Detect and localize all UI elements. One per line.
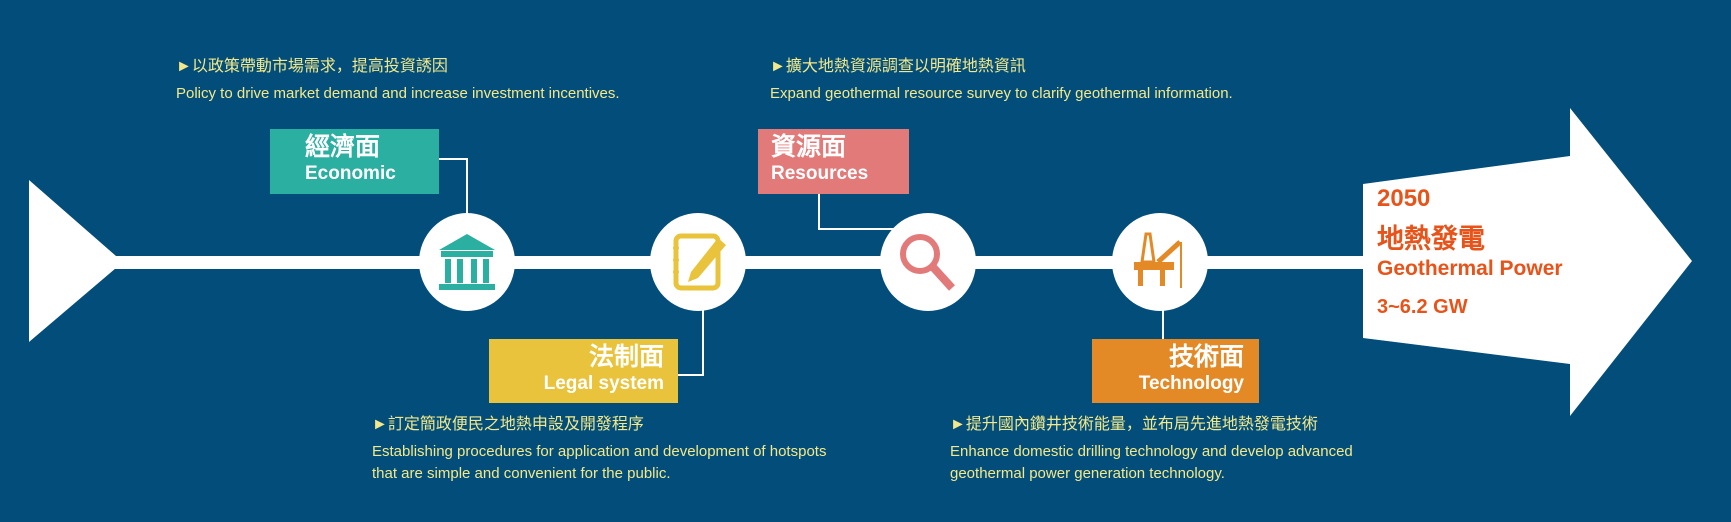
goal-title-zh: 地熱發電 [1377,224,1485,254]
legal-desc-en: Establishing procedures for application … [372,443,827,482]
start-arrow-tail [29,180,116,342]
connector-legal [678,310,704,376]
technology-desc-en: Enhance domestic drilling technology and… [950,443,1353,482]
resources-title-en: Resources [771,163,869,184]
legal-node [650,213,746,311]
economic-label-box: 經濟面 Economic [270,129,439,194]
technology-description: ►提升國內鑽井技術能量，並布局先進地熱發電技術 Enhance domestic… [950,414,1420,485]
technology-label-box: 技術面 Technology [1092,339,1259,403]
goal-capacity: 3~6.2 GW [1377,296,1468,318]
economic-title-zh: 經濟面 [305,133,381,161]
goal-arrow [1363,108,1692,416]
notepad-pencil-icon [673,233,726,291]
technology-title-zh: 技術面 [1168,343,1244,371]
goal-text: 2050 地熱發電 Geothermal Power 3~6.2 GW [1377,184,1563,320]
resources-desc-zh: ►擴大地熱資源調查以明確地熱資訊 [770,58,1026,75]
drilling-rig-icon [1134,232,1182,288]
technology-node [1112,213,1208,311]
legal-title-en: Legal system [543,373,664,394]
connector-resources [818,194,895,230]
economic-desc-zh: ►以政策帶動市場需求，提高投資誘因 [176,58,448,75]
legal-desc-zh: ►訂定簡政便民之地熱申設及開發程序 [372,416,644,433]
technology-title-en: Technology [1138,373,1244,394]
economic-desc-en: Policy to drive market demand and increa… [176,85,620,102]
resources-node [880,213,976,311]
goal-year: 2050 [1377,185,1431,212]
bank-icon [439,234,495,290]
economic-description: ►以政策帶動市場需求，提高投資誘因 Policy to drive market… [176,56,620,105]
economic-title-en: Economic [305,163,396,184]
economic-node [419,213,515,311]
resources-description: ►擴大地熱資源調查以明確地熱資訊 Expand geothermal resou… [770,56,1233,105]
legal-label-box: 法制面 Legal system [489,339,678,403]
technology-desc-zh: ►提升國內鑽井技術能量，並布局先進地熱發電技術 [950,416,1318,433]
resources-label-box: 資源面 Resources [758,129,909,194]
resources-desc-en: Expand geothermal resource survey to cla… [770,85,1233,102]
resources-title-zh: 資源面 [771,133,847,161]
connector-economic [439,158,468,214]
legal-title-zh: 法制面 [588,343,664,371]
legal-description: ►訂定簡政便民之地熱申設及開發程序 Establishing procedure… [372,414,842,485]
goal-title-en: Geothermal Power [1377,257,1563,280]
magnifier-icon [900,234,955,291]
